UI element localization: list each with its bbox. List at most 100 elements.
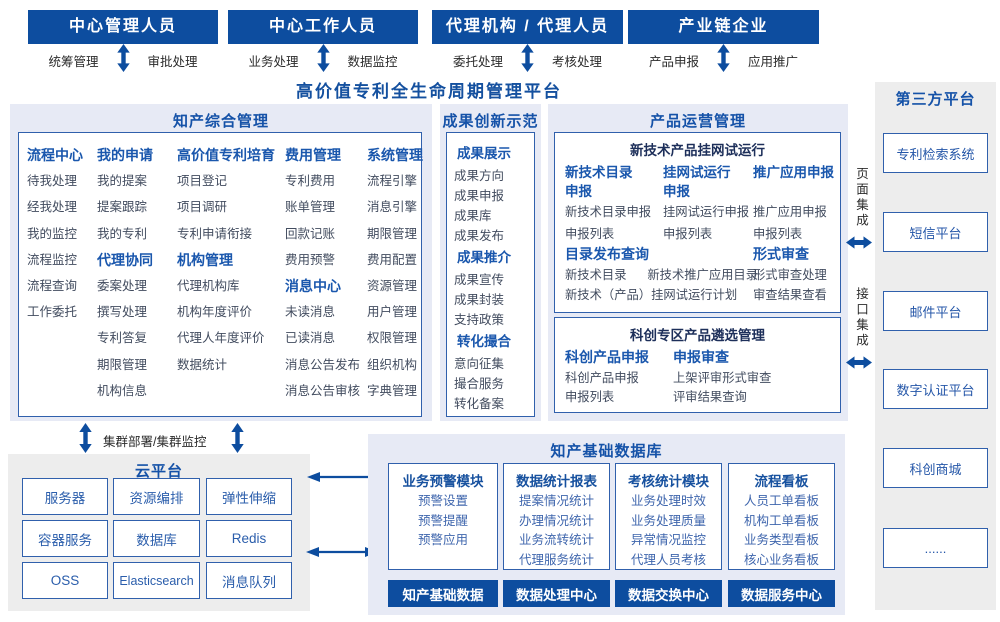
menu-item: 经我处理 [27, 200, 78, 215]
menu-item: 流程引擎 [367, 174, 418, 189]
menu-item: 成果方向 [454, 169, 505, 183]
vertical-double-arrow-icon [116, 44, 130, 72]
menu-item: 成果封装 [454, 293, 505, 307]
menu-item: 期限管理 [97, 357, 148, 372]
role-action-label: 统筹管理 [48, 54, 99, 69]
menu-item: 提案情况统计 [518, 494, 594, 508]
menu-item: 费用配置 [367, 252, 418, 267]
menu-item: 新技术目录 [565, 268, 627, 282]
left-arrow-icon [307, 472, 375, 482]
menu-item: 成果库 [454, 209, 492, 223]
cloud-item: 容器服务 [22, 520, 108, 557]
ip-col-fee: 费用管理 专利费用 账单管理 回款记账 费用预警 消息中心 未读消息 已读消息 … [285, 142, 360, 404]
group-header: 挂网试运行申报 [663, 165, 731, 199]
menu-item: 新技术推广应用目录 [647, 268, 759, 282]
sub-box-header: 新技术产品挂网试运行 [630, 143, 765, 158]
menu-item: 异常情况监控 [630, 533, 706, 547]
menu-item: 上架评审形式审查 [673, 371, 772, 385]
group-header: 机构管理 [177, 251, 233, 268]
platform-title: 高价值专利全生命周期管理平台 [296, 82, 562, 101]
menu-item: 预警设置 [417, 494, 468, 508]
menu-item: 项目调研 [177, 200, 228, 215]
db-module-warning: 业务预警模块 预警设置 预警提醒 预警应用 [388, 463, 498, 570]
menu-item: 代理机构库 [177, 279, 240, 294]
db-module-assessment: 考核统计模块 业务处理时效 业务处理质量 异常情况监控 代理人员考核 [615, 463, 722, 570]
menu-item: 成果申报 [454, 189, 505, 203]
cloud-item: OSS [22, 562, 108, 599]
menu-item: 未读消息 [285, 305, 336, 320]
third-party-item: 科创商城 [883, 448, 988, 488]
ip-col-application: 我的申请 我的提案 提案跟踪 我的专利 代理协同 委案处理 撰写处理 专利答复 … [97, 142, 153, 404]
menu-item: 用户管理 [367, 305, 418, 320]
db-center-badge: 数据交换中心 [615, 580, 722, 607]
menu-item: 成果发布 [454, 229, 505, 243]
menu-item: 专利答复 [97, 331, 148, 346]
vertical-double-arrow-icon [231, 423, 244, 453]
menu-item: 字典管理 [367, 383, 418, 398]
integration-api-label: 接口集成 [854, 287, 868, 349]
menu-item: 挂网试运行申报 [663, 205, 750, 219]
menu-item: 核心业务看板 [743, 552, 819, 567]
sci-tech-selection-box: 科创专区产品遴选管理 科创产品申报 科创产品申报 申报列表 申报审查 上架评审形… [554, 317, 841, 413]
db-center-badge: 知产基础数据 [388, 580, 498, 607]
role-action-label: 考核处理 [552, 54, 603, 69]
menu-item: 流程查询 [27, 279, 78, 294]
ip-col-process: 流程中心 待我处理 经我处理 我的监控 流程监控 流程查询 工作委托 [27, 142, 83, 325]
menu-item: 支持政策 [454, 313, 505, 327]
menu-item: 撮合服务 [454, 377, 505, 391]
group-header: 转化撮合 [457, 334, 511, 349]
panel-cloud: 云平台 服务器 资源编排 弹性伸缩 容器服务 数据库 Redis OSS Ela… [8, 454, 310, 611]
group-header: 系统管理 [367, 147, 423, 163]
menu-item: 回款记账 [285, 226, 336, 241]
menu-item: 审查结果查看 [753, 288, 827, 302]
panel-product-operation: 产品运营管理 新技术产品挂网试运行 新技术目录申报 新技术目录申报 申报列表 挂… [548, 104, 848, 421]
menu-item: 机构工单看板 [743, 513, 819, 528]
panel-achievement-title: 成果创新示范 [442, 113, 539, 130]
menu-item: 流程监控 [27, 252, 78, 267]
group-header: 高价值专利培育 [177, 147, 275, 163]
cloud-item: Elasticsearch [113, 562, 200, 599]
product-trial-box: 新技术产品挂网试运行 新技术目录申报 新技术目录申报 申报列表 挂网试运行申报 … [554, 132, 841, 313]
menu-item: 专利费用 [285, 174, 336, 189]
panel-achievement: 成果创新示范 成果展示 成果方向 成果申报 成果库 成果发布 成果推介 成果宣传… [440, 104, 541, 421]
product-col-promotion-declare: 推广应用申报 推广应用申报 申报列表 [753, 163, 834, 245]
achievement-inner-box: 成果展示 成果方向 成果申报 成果库 成果发布 成果推介 成果宣传 成果封装 支… [446, 132, 535, 417]
group-header: 科创产品申报 [565, 349, 649, 365]
cloud-item: 弹性伸缩 [206, 478, 292, 515]
menu-item: 期限管理 [367, 226, 418, 241]
menu-item: 申报列表 [565, 227, 615, 241]
menu-item: 专利申请衔接 [177, 226, 253, 241]
role-action-label: 业务处理 [248, 54, 299, 69]
third-party-item: 短信平台 [883, 212, 988, 252]
cluster-label: 集群部署/集群监控 [103, 435, 207, 449]
horizontal-double-arrow-icon [306, 547, 378, 557]
role-action-label: 数据监控 [347, 54, 398, 69]
menu-item: 意向征集 [454, 357, 505, 371]
menu-item: 资源管理 [367, 279, 418, 294]
menu-item: 我的专利 [97, 226, 148, 241]
menu-item: 业务流转统计 [518, 533, 594, 547]
cloud-title: 云平台 [134, 463, 183, 480]
group-header: 流程看板 [754, 474, 809, 489]
horizontal-double-arrow-icon [846, 356, 872, 369]
group-header: 数据统计报表 [516, 474, 597, 489]
horizontal-double-arrow-icon [846, 236, 872, 249]
database-title: 知产基础数据库 [550, 443, 663, 460]
panel-product-title: 产品运营管理 [649, 113, 746, 130]
menu-item: 转化备案 [454, 397, 505, 411]
product-formal-review: 形式审查 形式审查处理 审查结果查看 [753, 243, 827, 305]
role-action-label: 产品申报 [648, 54, 699, 69]
menu-item: 科创产品申报 [565, 371, 639, 385]
ip-inner-box: 流程中心 待我处理 经我处理 我的监控 流程监控 流程查询 工作委托 我的申请 … [18, 132, 423, 417]
menu-item: 机构年度评价 [177, 305, 253, 320]
sub-box-header: 科创专区产品遴选管理 [630, 328, 765, 343]
role-actions-enterprise: 产品申报 应用推广 [628, 44, 819, 74]
menu-item: 代理服务统计 [518, 552, 594, 567]
cloud-item: 资源编排 [113, 478, 200, 515]
role-header-enterprise: 产业链企业 [628, 10, 819, 44]
menu-item: 权限管理 [367, 331, 418, 346]
panel-ip-title: 知产综合管理 [172, 113, 269, 130]
ip-col-system: 系统管理 流程引擎 消息引擎 期限管理 费用配置 资源管理 用户管理 权限管理 … [367, 142, 423, 404]
third-party-item: 数字认证平台 [883, 369, 988, 409]
group-header: 申报审查 [673, 349, 729, 365]
